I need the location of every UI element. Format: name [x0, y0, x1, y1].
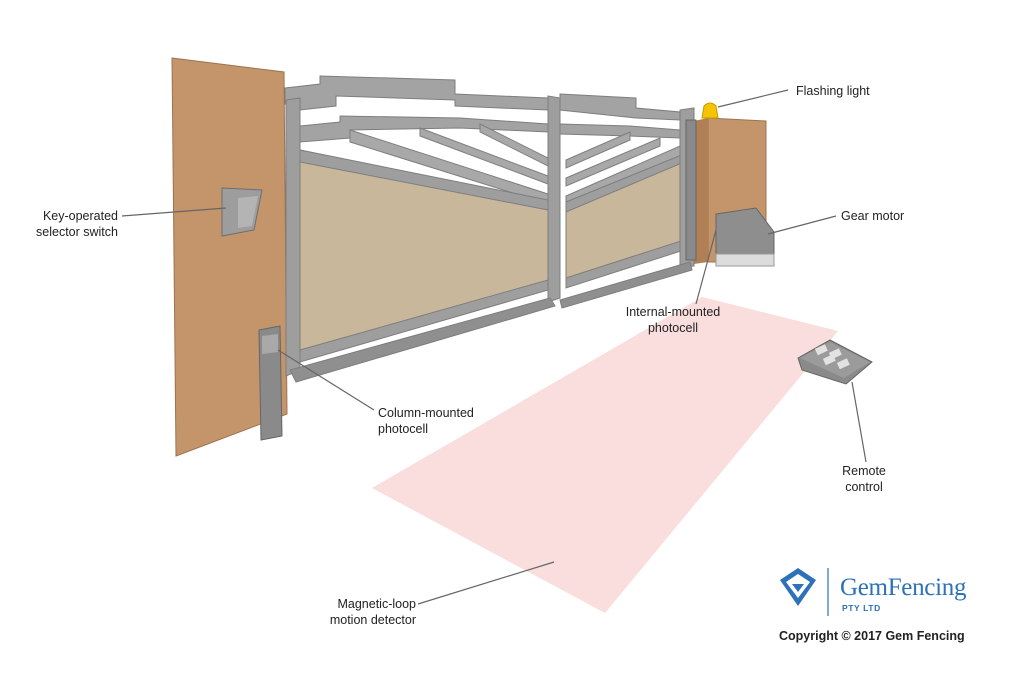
gem-logo-icon: [780, 568, 829, 616]
flashing-light: [701, 102, 719, 119]
left-pillar: [171, 57, 288, 457]
column-photocell: [258, 325, 283, 441]
label-column-photocell: Column-mounted photocell: [378, 406, 474, 436]
left-gate-leaf: [284, 75, 561, 383]
brand-subtitle: PTY LTD: [842, 603, 881, 613]
brand-name: GemFencing: [840, 574, 967, 601]
remote-control: [797, 339, 873, 385]
label-magnetic-loop: Magnetic-loop motion detector: [329, 597, 416, 627]
right-gate-leaf: [559, 93, 695, 309]
label-gear-motor: Gear motor: [841, 209, 905, 223]
label-remote-control: Remote control: [842, 464, 886, 494]
label-internal-photocell: Internal-mounted photocell: [625, 305, 721, 335]
label-flashing-light: Flashing light: [796, 84, 870, 98]
copyright-text: Copyright © 2017 Gem Fencing: [779, 629, 965, 643]
gear-motor: [715, 207, 775, 267]
key-selector-switch: [221, 187, 263, 237]
magnetic-loop-zone: [372, 297, 838, 613]
label-key-selector-switch: Key-operated selector switch: [36, 209, 118, 239]
internal-photocell: [685, 119, 697, 261]
leader-lines: [121, 89, 867, 605]
